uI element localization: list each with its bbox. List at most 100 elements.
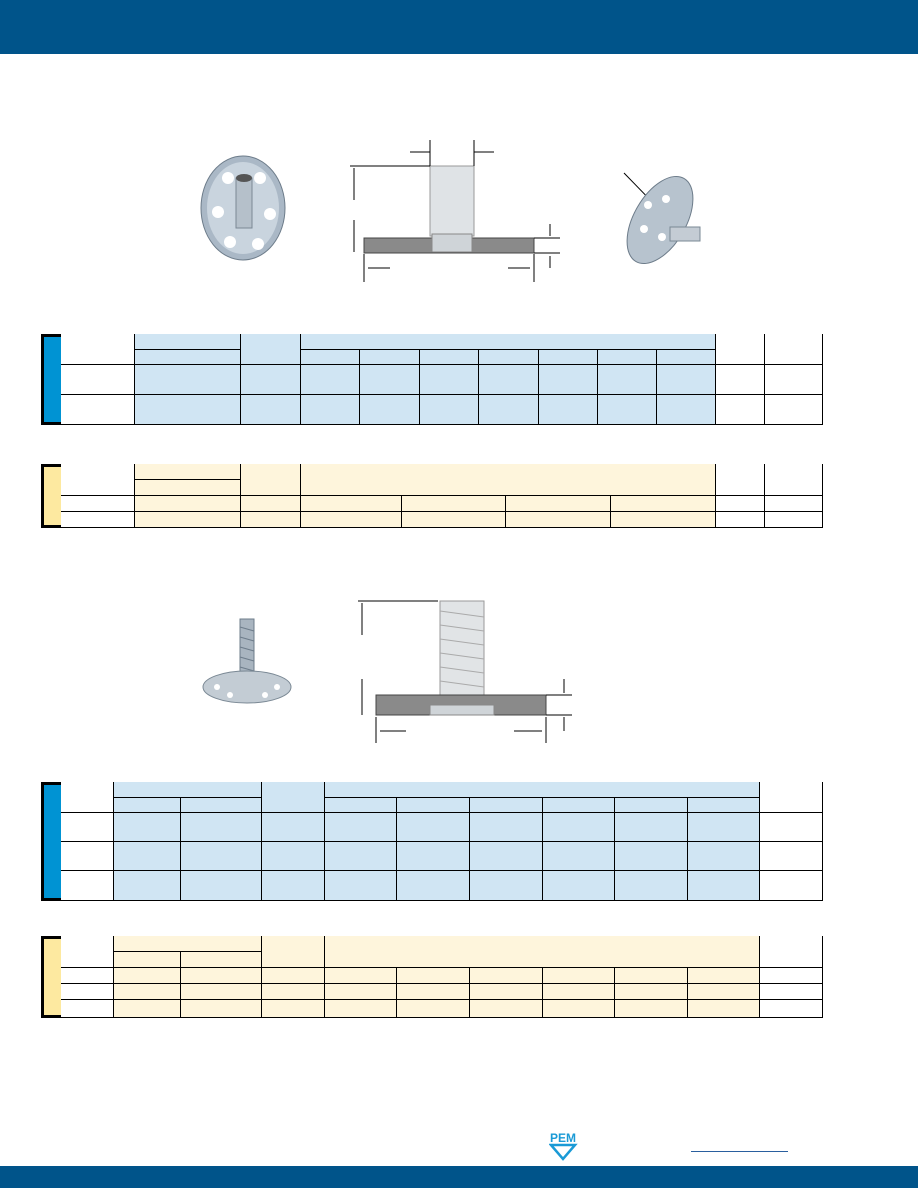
table-cell <box>360 365 420 395</box>
table-cell <box>301 365 360 395</box>
table-cell <box>470 968 543 984</box>
table-cell <box>181 871 262 901</box>
table-cell <box>61 395 135 425</box>
specs-table-3 <box>41 782 823 901</box>
table-cell <box>760 936 823 968</box>
table-cell <box>181 952 262 968</box>
table-cell <box>262 813 325 842</box>
table-cell <box>688 1000 760 1018</box>
table-cell <box>657 395 716 425</box>
table-cell <box>397 798 470 813</box>
table-cell <box>598 365 657 395</box>
table-cell <box>135 350 241 365</box>
table-cell <box>114 968 181 984</box>
table-cell <box>301 496 402 512</box>
table-cell <box>114 782 262 798</box>
table-cell <box>760 842 823 871</box>
footer-band <box>0 1166 918 1188</box>
table-cell <box>114 984 181 1000</box>
table-cell <box>181 798 262 813</box>
table-cell <box>61 782 114 813</box>
table-cell <box>181 842 262 871</box>
table-cell <box>657 365 716 395</box>
table-cell <box>397 984 470 1000</box>
table-cell <box>262 936 325 968</box>
table-cell <box>615 842 688 871</box>
table-cell <box>760 984 823 1000</box>
table-cell <box>114 1000 181 1018</box>
table-cell <box>611 496 716 512</box>
table-cell <box>135 395 241 425</box>
table-cell <box>114 798 181 813</box>
table-cell <box>470 842 543 871</box>
table-cell <box>716 496 765 512</box>
table-cell <box>479 395 539 425</box>
table-cell <box>262 1000 325 1018</box>
table-cell <box>760 782 823 813</box>
table-cell <box>688 813 760 842</box>
table-cell <box>543 842 615 871</box>
table-cell <box>301 512 402 528</box>
table-cell <box>479 365 539 395</box>
table-cell <box>301 395 360 425</box>
table-cell <box>262 871 325 901</box>
table-cell <box>61 871 114 901</box>
table-cell <box>615 871 688 901</box>
table-cell <box>539 350 598 365</box>
table-cell <box>397 1000 470 1018</box>
pem-logo: PEM <box>549 1131 578 1161</box>
table-cell <box>716 365 765 395</box>
table-cell <box>615 984 688 1000</box>
table-cell <box>181 984 262 1000</box>
table-cell <box>688 984 760 1000</box>
table-cell <box>506 496 611 512</box>
table-cell <box>420 395 479 425</box>
table-cell <box>325 1000 397 1018</box>
table-cell <box>241 464 301 496</box>
table-cell <box>325 984 397 1000</box>
table-cell <box>61 842 114 871</box>
table-cell <box>615 813 688 842</box>
table-cell <box>615 1000 688 1018</box>
table-cell <box>114 952 181 968</box>
table-cell <box>360 395 420 425</box>
table-cell <box>543 1000 615 1018</box>
specs-table-2 <box>41 464 823 528</box>
table-cell <box>760 813 823 842</box>
table-cell <box>420 350 479 365</box>
table-cell <box>765 334 823 365</box>
table-cell <box>402 496 506 512</box>
table-cell <box>61 334 135 365</box>
table-cell <box>325 798 397 813</box>
table-cell <box>325 782 760 798</box>
table-cell <box>262 984 325 1000</box>
table-cell <box>611 512 716 528</box>
table-cell <box>760 1000 823 1018</box>
footer-link-underline[interactable] <box>691 1151 788 1152</box>
table-cell <box>470 813 543 842</box>
table-cell <box>241 365 301 395</box>
table-cell <box>716 395 765 425</box>
table-cell <box>765 395 823 425</box>
table-cell <box>61 936 114 968</box>
table-cell <box>61 984 114 1000</box>
table-cell <box>325 842 397 871</box>
table-cell <box>470 871 543 901</box>
table-cell <box>325 813 397 842</box>
table-cell <box>181 968 262 984</box>
table-cell <box>61 496 135 512</box>
table-cell <box>135 334 241 350</box>
table-cell <box>61 365 135 395</box>
table-cell <box>61 813 114 842</box>
specs-table-4 <box>41 936 823 1018</box>
table-cell <box>760 968 823 984</box>
table-cell <box>543 968 615 984</box>
table-cell <box>765 464 823 496</box>
table-cell <box>114 936 262 952</box>
table-cell <box>716 334 765 365</box>
table-cell <box>61 464 135 496</box>
table-cell <box>397 968 470 984</box>
table-cell <box>765 512 823 528</box>
table-cell <box>114 813 181 842</box>
table-cell <box>598 395 657 425</box>
